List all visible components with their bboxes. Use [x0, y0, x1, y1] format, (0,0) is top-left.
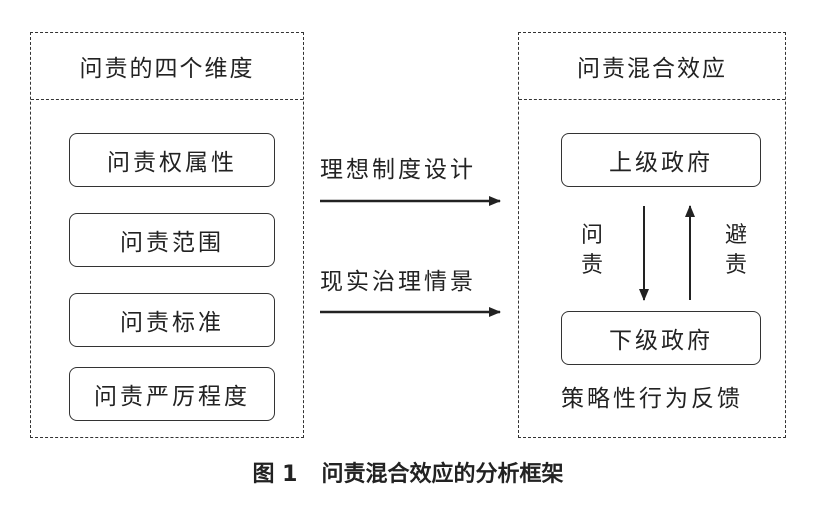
upper-government-box: 上级政府	[561, 133, 761, 187]
accountability-label-text: 问责	[581, 223, 604, 278]
figure-number: 图 1	[252, 462, 298, 487]
dimension-box-scope: 问责范围	[69, 213, 275, 267]
figure-title: 问责混合效应的分析框架	[321, 462, 564, 487]
dimension-box-severity: 问责严厉程度	[69, 367, 275, 421]
blame-avoidance-label-text: 避责	[725, 223, 748, 278]
mixed-effect-panel-title: 问责混合效应	[519, 33, 785, 100]
figure-caption: 图 1 问责混合效应的分析框架	[0, 456, 816, 488]
dimensions-panel-title: 问责的四个维度	[31, 33, 303, 100]
arrow-label-ideal-design: 理想制度设计	[320, 157, 476, 183]
dimensions-panel: 问责的四个维度 问责权属性 问责范围 问责标准 问责严厉程度	[30, 32, 304, 438]
arrow-label-real-governance: 现实治理情景	[320, 269, 476, 295]
mixed-effect-panel: 问责混合效应 上级政府 下级政府 问责 避责 策略性行为反馈	[518, 32, 786, 438]
blame-avoidance-label: 避责	[721, 221, 751, 281]
dimension-box-authority: 问责权属性	[69, 133, 275, 187]
accountability-label: 问责	[577, 221, 607, 281]
strategic-feedback-label: 策略性行为反馈	[561, 386, 743, 412]
dimension-box-standard: 问责标准	[69, 293, 275, 347]
lower-government-box: 下级政府	[561, 311, 761, 365]
